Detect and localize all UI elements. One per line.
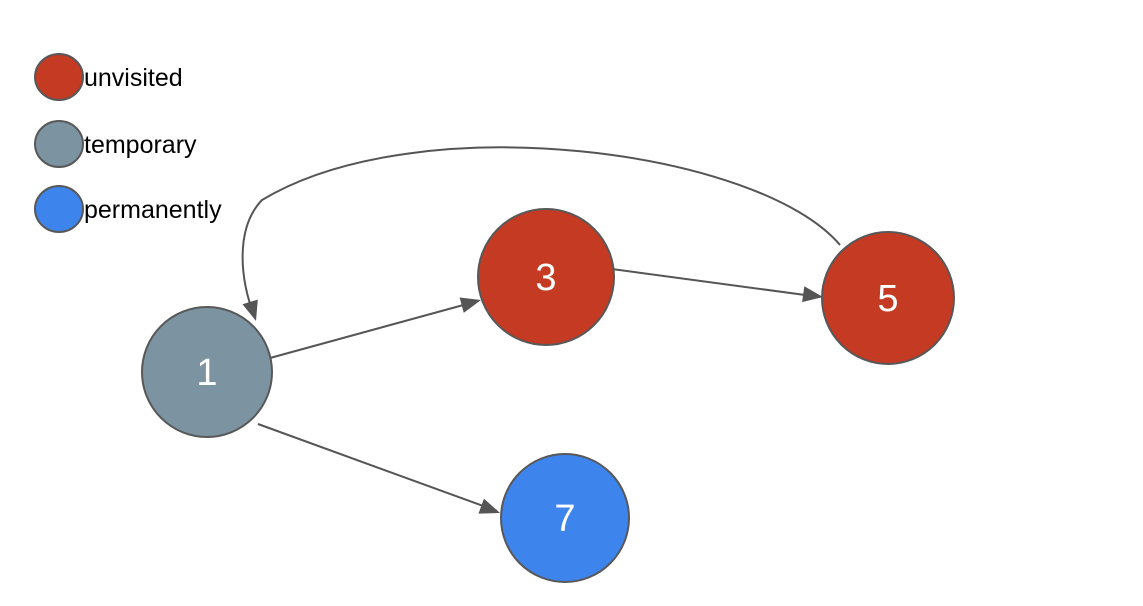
legend-swatch-unvisited <box>34 53 84 101</box>
node-circle-7 <box>500 453 630 583</box>
arrowheads-group <box>242 286 823 514</box>
edges-group <box>241 146 841 512</box>
node-circle-3 <box>477 208 615 346</box>
nodes-group: 1 3 5 7 <box>141 208 955 583</box>
arrow-5-1-icon <box>242 299 258 321</box>
legend-swatch-permanently <box>34 185 84 233</box>
graph-node-3[interactable]: 3 <box>477 208 615 346</box>
graph-node-1[interactable]: 1 <box>141 306 273 438</box>
edge-1-to-3 <box>269 300 479 359</box>
legend-label-permanently: permanently <box>84 196 222 224</box>
legend-label-unvisited: unvisited <box>84 64 183 92</box>
legend: unvisited temporary permanently <box>34 53 222 233</box>
arrow-1-7-icon <box>478 498 500 514</box>
edge-5-to-1 <box>241 146 841 316</box>
legend-item-temporary[interactable]: temporary <box>34 120 197 168</box>
arrow-1-3-icon <box>459 297 481 313</box>
edge-1-to-7 <box>257 423 498 512</box>
graph-node-5[interactable]: 5 <box>821 231 955 365</box>
legend-label-temporary: temporary <box>84 131 197 159</box>
node-circle-1 <box>141 306 273 438</box>
arrow-3-5-icon <box>802 286 823 303</box>
legend-item-permanently[interactable]: permanently <box>34 185 222 233</box>
edge-3-to-5 <box>611 268 821 298</box>
legend-swatch-temporary <box>34 120 84 168</box>
graph-node-7[interactable]: 7 <box>500 453 630 583</box>
legend-item-unvisited[interactable]: unvisited <box>34 53 183 101</box>
node-circle-5 <box>821 231 955 365</box>
